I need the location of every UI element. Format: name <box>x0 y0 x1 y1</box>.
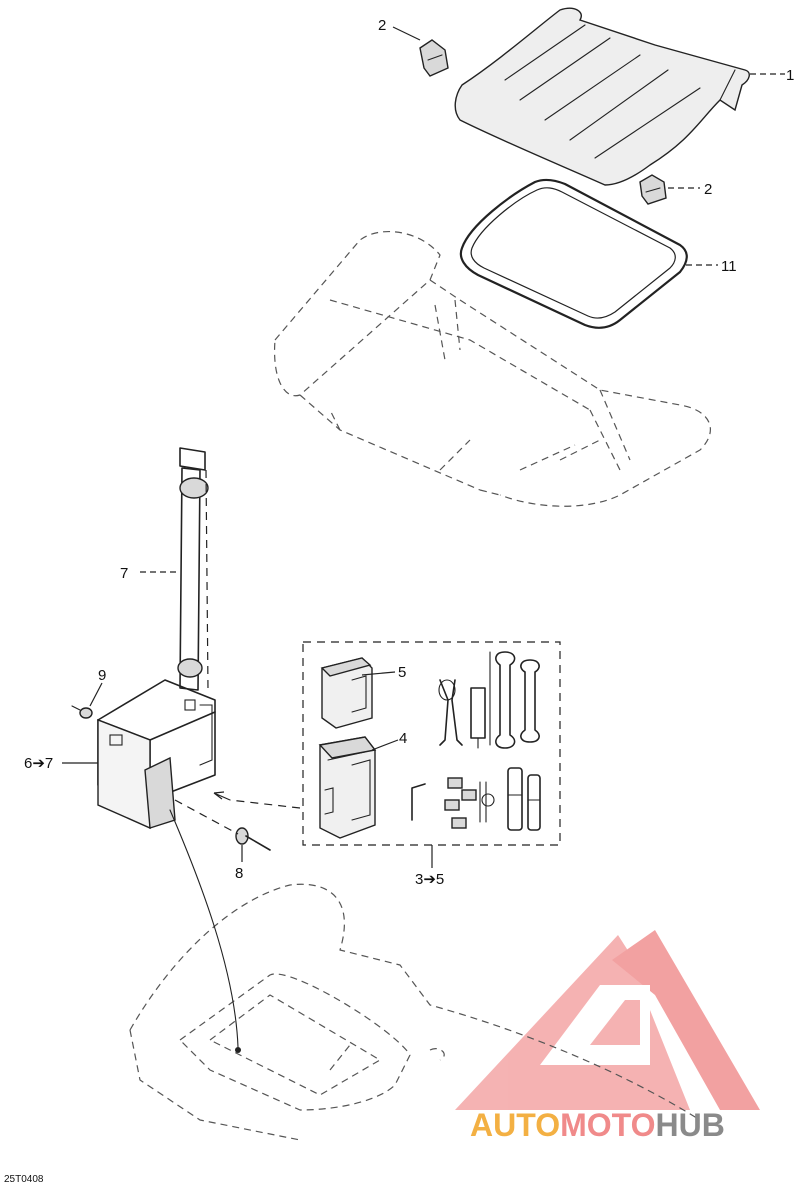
clip-part-lower <box>639 174 667 205</box>
washer-part <box>71 705 93 719</box>
pliers-tool <box>438 679 463 746</box>
watermark-logo-icon <box>455 930 760 1110</box>
watermark-moto: MOTO <box>560 1107 655 1143</box>
tool-pouch-small-part <box>320 657 373 729</box>
watermark-hub: HUB <box>655 1107 724 1143</box>
callout-1: 1 <box>786 67 794 84</box>
callout-2-lower: 2 <box>704 181 712 198</box>
callout-5: 5 <box>398 664 406 681</box>
rivet-part <box>174 799 271 851</box>
callout-3-5: 3➔5 <box>415 871 444 888</box>
rack-frame-ghost <box>273 231 711 507</box>
figure-code: 25T0408 <box>4 1174 44 1185</box>
seat-cushion-part <box>454 7 750 186</box>
callout-8: 8 <box>235 865 243 882</box>
tool-bag-part <box>97 679 216 830</box>
wrench-tool-large <box>489 651 516 749</box>
tool-pouch-large-part <box>318 736 377 839</box>
gasket-ring-part <box>459 178 688 329</box>
wrench-tool-small <box>520 659 540 743</box>
strap-part <box>177 447 209 691</box>
vehicle-body-ghost <box>129 809 701 1141</box>
fuses-tool <box>444 777 495 829</box>
callout-7: 7 <box>120 565 128 582</box>
tool-kit-box <box>213 641 561 846</box>
hex-key-tool <box>411 783 426 821</box>
leader-lines <box>62 26 785 868</box>
callout-11: 11 <box>721 258 737 275</box>
watermark-auto: AUTO <box>470 1107 560 1143</box>
watermark-text: AUTOMOTOHUB <box>470 1107 725 1143</box>
callout-6-7: 6➔7 <box>24 755 53 772</box>
callout-4: 4 <box>399 730 407 747</box>
callout-9: 9 <box>98 667 106 684</box>
callout-2-upper: 2 <box>378 17 386 34</box>
screwdriver-tool <box>470 687 486 749</box>
socket-tools <box>507 767 541 831</box>
clip-part-upper <box>419 39 449 77</box>
